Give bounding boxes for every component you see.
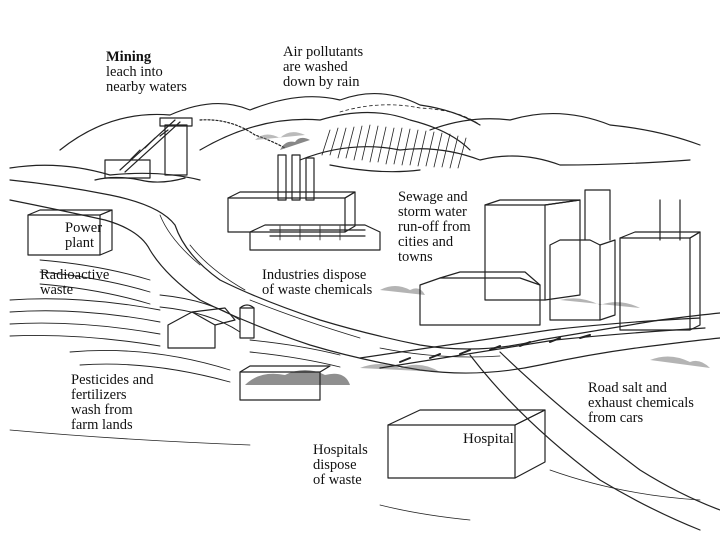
hills [9, 93, 701, 181]
farm-fields [9, 259, 341, 383]
hospital-sign: Hospital [463, 431, 514, 447]
power-plant [27, 209, 113, 256]
hospital-building [387, 409, 546, 479]
river [9, 179, 720, 374]
waste-building [239, 365, 331, 401]
label-power-plant: Power plant [65, 220, 103, 251]
rain [321, 104, 481, 169]
label-mining-title: Mining [106, 49, 152, 65]
label-pesticides: Pesticides and fertilizers wash from far… [71, 372, 154, 433]
label-mining-body: leach into nearby waters [106, 64, 187, 95]
label-radioactive-waste: Radioactive waste [40, 267, 110, 298]
label-air-pollutants: Air pollutants are washed down by rain [283, 44, 364, 90]
roads [359, 317, 720, 531]
industry [227, 191, 381, 251]
label-sewage: Sewage and storm water run-off from citi… [398, 189, 471, 265]
trees [245, 286, 710, 385]
foreground [9, 429, 701, 521]
mine [94, 117, 286, 183]
farm-buildings [167, 304, 255, 349]
label-road-salt: Road salt and exhaust chemicals from car… [588, 380, 694, 426]
smokestacks [255, 132, 315, 201]
label-industries: Industries dispose of waste chemicals [262, 267, 373, 298]
city-buildings [419, 189, 701, 331]
label-hospitals: Hospitals dispose of waste [313, 442, 368, 488]
